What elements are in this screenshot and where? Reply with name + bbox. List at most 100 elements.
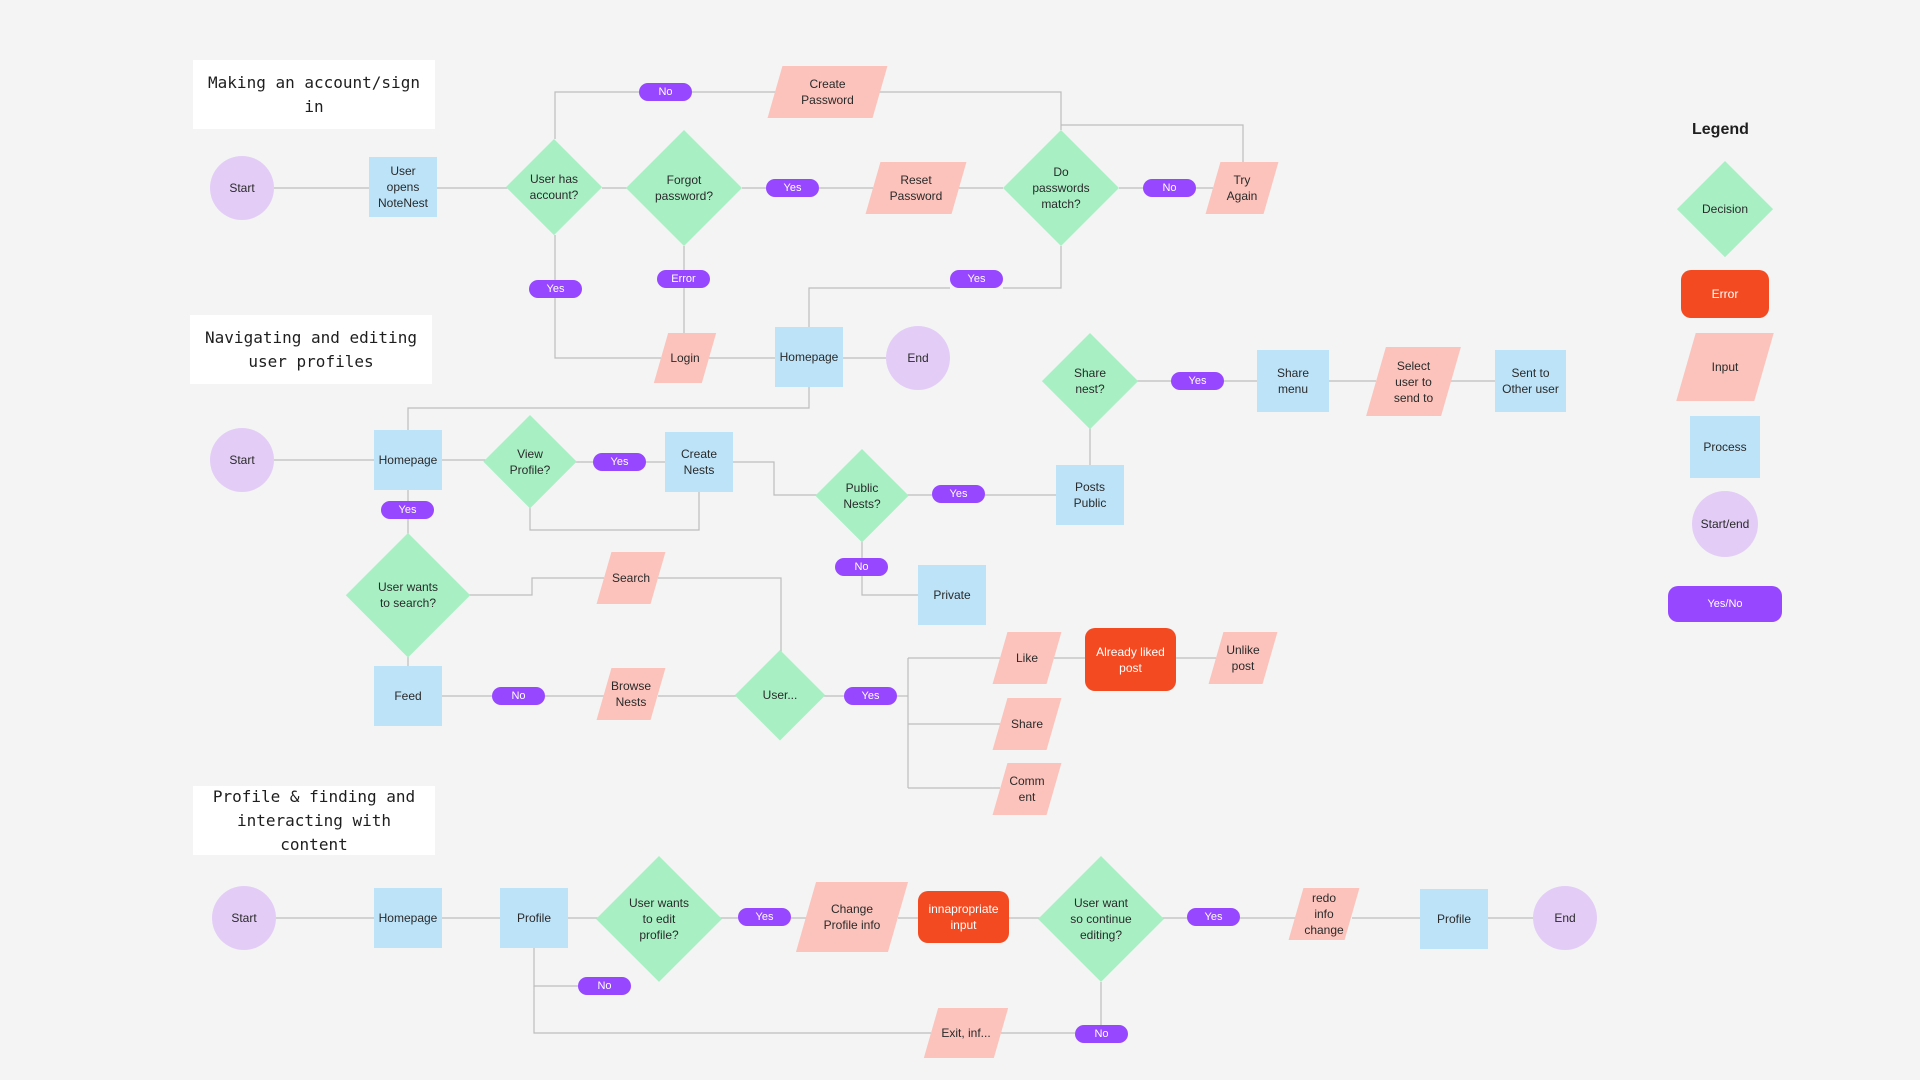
connector-label-l-error-forgot[interactable]: Error — [657, 270, 710, 288]
connector-label-l-no-edit-label: No — [597, 980, 612, 992]
flow-node-s2-postspublic[interactable]: Posts Public — [1056, 465, 1124, 525]
connector-label-l-no-feed[interactable]: No — [492, 687, 545, 705]
connector-label-l-yes-continue[interactable]: Yes — [1187, 908, 1240, 926]
flow-node-s2-search[interactable]: Search — [604, 552, 658, 604]
flow-node-s2-home-label: Homepage — [378, 453, 438, 467]
flow-node-s2-viewprof-label: View Profile? — [509, 447, 551, 477]
flow-node-s1-match[interactable]: Do passwords match? — [1003, 130, 1119, 246]
flow-node-s2-already-label: Already liked post — [1096, 644, 1165, 675]
flow-node-s2-feed[interactable]: Feed — [374, 666, 442, 726]
flow-node-s3-exit-label: Exit, inf... — [941, 1026, 991, 1040]
legend-item-decision-label: Decision — [1701, 202, 1749, 216]
connector-line — [861, 576, 918, 596]
flow-node-s2-start[interactable]: Start — [210, 428, 274, 492]
flow-node-s2-createnests-label: Create Nests — [680, 447, 718, 477]
connector-line — [1061, 124, 1244, 162]
flow-node-s2-already[interactable]: Already liked post — [1085, 628, 1176, 691]
flow-node-s2-share[interactable]: Share — [1000, 698, 1054, 750]
legend-item-input[interactable]: Input — [1686, 333, 1764, 401]
flow-node-s1-hasacct-label: User has account? — [529, 172, 579, 202]
flow-node-s2-comment[interactable]: Comm ent — [1000, 763, 1054, 815]
flow-node-s2-comment-label: Comm ent — [1009, 774, 1045, 804]
flow-node-s2-viewprof[interactable]: View Profile? — [483, 415, 577, 509]
connector-label-l-no-edit[interactable]: No — [578, 977, 631, 995]
flow-node-s3-continue-q[interactable]: User want so continue editing? — [1038, 856, 1164, 982]
legend-item-process[interactable]: Process — [1690, 416, 1760, 478]
flow-node-s3-profile[interactable]: Profile — [500, 888, 568, 948]
flow-node-s3-start-label: Start — [231, 911, 257, 925]
flow-node-s2-share-nest[interactable]: Share nest? — [1042, 333, 1138, 429]
connector-line — [658, 577, 782, 654]
flow-node-s2-select[interactable]: Select user to send to — [1376, 347, 1451, 416]
connector-label-l-yes-edit[interactable]: Yes — [738, 908, 791, 926]
connector-label-l-no-continue[interactable]: No — [1075, 1025, 1128, 1043]
connector-label-l-no-create[interactable]: No — [639, 83, 692, 101]
flow-node-s2-browse[interactable]: Browse Nests — [604, 668, 658, 720]
section-title-navigating: Navigating and editing user profiles — [190, 315, 432, 384]
connector-line — [733, 461, 818, 496]
flow-node-s2-home[interactable]: Homepage — [374, 430, 442, 490]
flow-node-s1-end[interactable]: End — [886, 326, 950, 390]
connector-label-l-yes-viewprof[interactable]: Yes — [593, 453, 646, 471]
flow-node-s2-private-label: Private — [933, 588, 971, 602]
flow-node-s2-share-label: Share — [1010, 717, 1044, 731]
flow-node-s1-forgot[interactable]: Forgot password? — [626, 130, 742, 246]
flow-node-s3-end[interactable]: End — [1533, 886, 1597, 950]
legend-item-startend[interactable]: Start/end — [1692, 491, 1758, 557]
connector-label-l-yes-user[interactable]: Yes — [844, 687, 897, 705]
flow-node-s1-try-label: Try Again — [1226, 173, 1258, 203]
flow-node-s1-try[interactable]: Try Again — [1213, 162, 1271, 214]
flow-node-s3-change-label: Change Profile info — [823, 902, 881, 932]
flow-node-s3-profile2[interactable]: Profile — [1420, 889, 1488, 949]
connector-label-l-yes-viewprof-label: Yes — [610, 456, 629, 468]
connector-label-l-yes-match-label: Yes — [967, 273, 986, 285]
legend-item-yesno[interactable]: Yes/No — [1668, 586, 1782, 622]
flow-node-s1-login[interactable]: Login — [661, 333, 709, 383]
flow-node-s3-inappropriate[interactable]: innapropriate input — [918, 891, 1009, 943]
connector-line — [407, 387, 810, 430]
connector-label-l-yes-match[interactable]: Yes — [950, 270, 1003, 288]
flow-node-s1-opens-label: User opens NoteNest — [377, 164, 429, 210]
flow-node-s2-like[interactable]: Like — [1000, 632, 1054, 684]
flow-node-s2-unlike[interactable]: Unlike post — [1216, 632, 1270, 684]
flow-node-s2-user[interactable]: User... — [735, 650, 825, 740]
connector-label-l-yes-hasacct[interactable]: Yes — [529, 280, 582, 298]
flow-node-s1-hasacct[interactable]: User has account? — [506, 139, 602, 235]
flow-node-s2-search-q[interactable]: User wants to search? — [346, 533, 470, 657]
flow-node-s3-exit[interactable]: Exit, inf... — [931, 1008, 1001, 1058]
legend-item-decision[interactable]: Decision — [1677, 161, 1773, 257]
flow-node-s2-private[interactable]: Private — [918, 565, 986, 625]
flow-node-s3-edit-q[interactable]: User wants to edit profile? — [596, 856, 722, 982]
connector-label-l-no-match-label: No — [1162, 182, 1177, 194]
flow-node-s2-sharemenu[interactable]: Share menu — [1257, 350, 1329, 412]
flow-node-s3-change[interactable]: Change Profile info — [806, 882, 898, 952]
flow-node-s1-start[interactable]: Start — [210, 156, 274, 220]
flow-node-s3-redo-label: redo info change — [1304, 891, 1344, 937]
section-title-account: Making an account/sign in — [193, 60, 435, 129]
flow-node-s3-home[interactable]: Homepage — [374, 888, 442, 948]
flow-node-s1-reset-pw[interactable]: Reset Password — [873, 162, 959, 214]
connector-label-l-yes-home2[interactable]: Yes — [381, 501, 434, 519]
connector-line — [529, 492, 700, 531]
connector-label-l-no-public[interactable]: No — [835, 558, 888, 576]
flow-node-s2-public[interactable]: Public Nests? — [815, 449, 909, 543]
connector-label-l-yes-forgot[interactable]: Yes — [766, 179, 819, 197]
flow-node-s3-redo[interactable]: redo info change — [1296, 888, 1352, 940]
flow-node-s1-opens[interactable]: User opens NoteNest — [369, 157, 437, 217]
connector-label-l-yes-edit-label: Yes — [755, 911, 774, 923]
flow-node-s1-create-pw[interactable]: Create Password — [775, 66, 880, 118]
flow-node-s3-profile-label: Profile — [516, 911, 551, 925]
flow-node-s3-end-label: End — [1554, 911, 1576, 925]
connector-label-l-no-public-label: No — [854, 561, 869, 573]
flow-node-s1-home[interactable]: Homepage — [775, 327, 843, 387]
flow-node-s2-user-label: User... — [762, 688, 798, 702]
flow-node-s2-createnests[interactable]: Create Nests — [665, 432, 733, 492]
connector-label-l-yes-share[interactable]: Yes — [1171, 372, 1224, 390]
connector-label-l-no-match[interactable]: No — [1143, 179, 1196, 197]
flow-node-s2-feed-label: Feed — [394, 689, 422, 703]
connector-label-l-yes-public[interactable]: Yes — [932, 485, 985, 503]
flow-node-s1-start-label: Start — [229, 181, 255, 195]
flow-node-s3-start[interactable]: Start — [212, 886, 276, 950]
legend-item-error[interactable]: Error — [1681, 270, 1769, 318]
flow-node-s2-sent[interactable]: Sent to Other user — [1495, 350, 1566, 412]
